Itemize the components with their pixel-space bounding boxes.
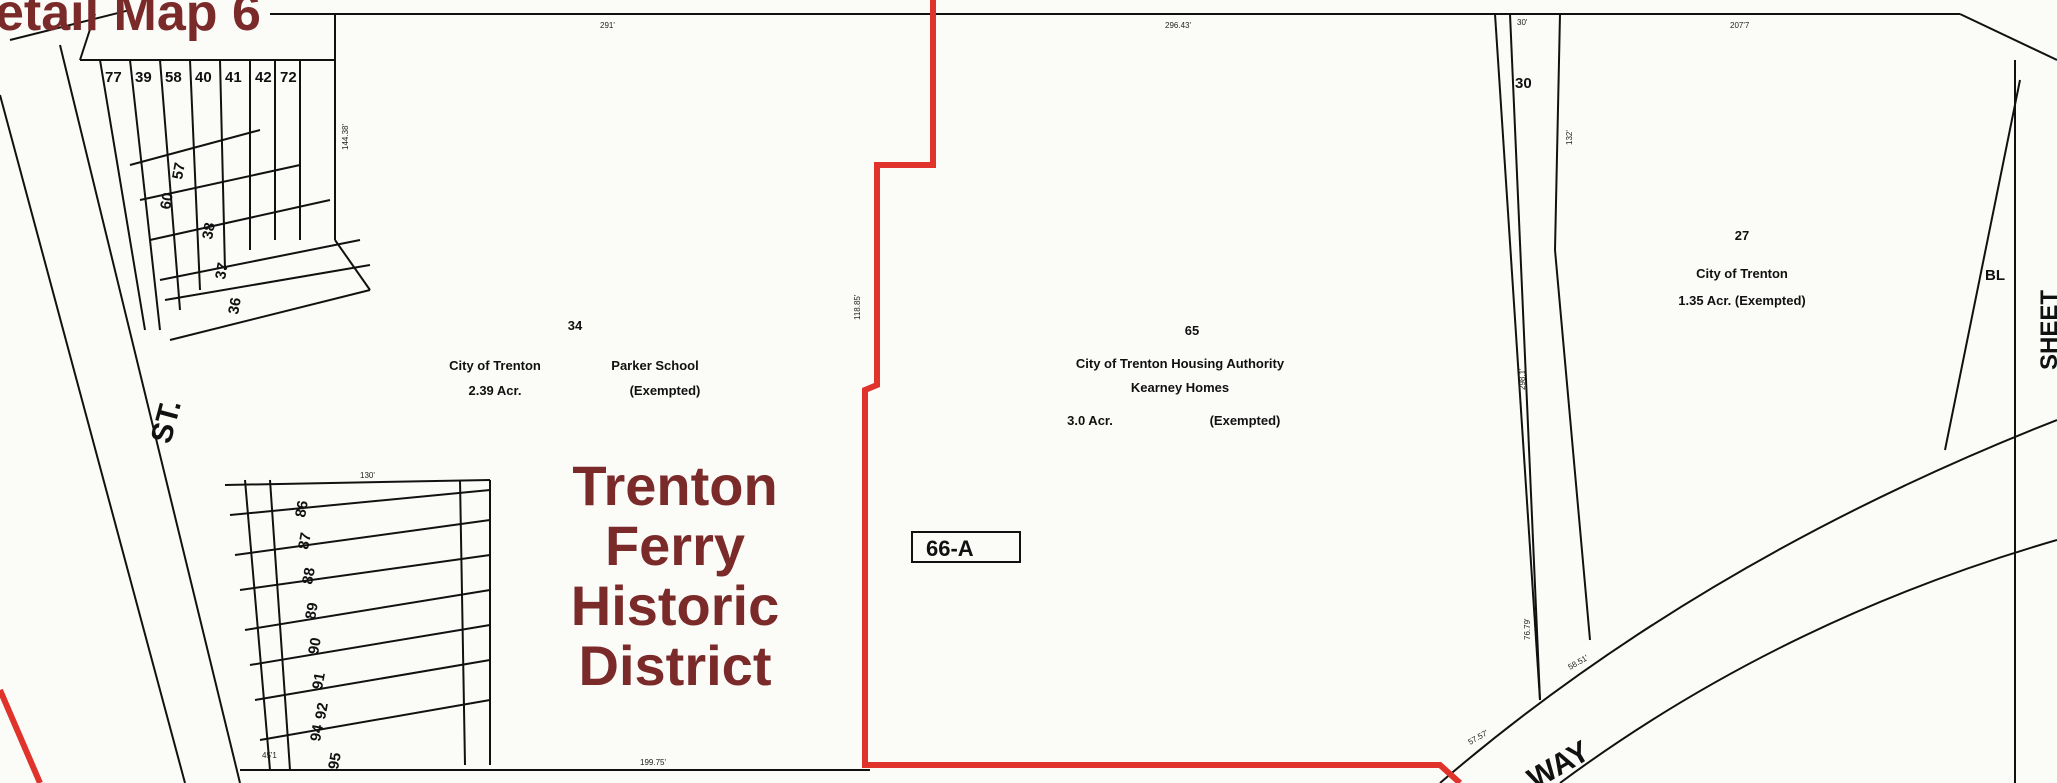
parcel-34-number: 34 — [568, 318, 583, 333]
lot-number: 77 — [105, 69, 122, 86]
dimension: 296.43' — [1165, 21, 1191, 30]
dimension: 144.38' — [341, 124, 350, 150]
parcel-34-owner: City of Trenton — [449, 358, 541, 373]
lot-number: 41 — [225, 69, 242, 86]
lot-number: 42 — [255, 69, 272, 86]
district-line-3: Historic — [571, 574, 780, 637]
lot-number: 91 — [309, 671, 329, 690]
lot-number: 57 — [169, 161, 189, 180]
lot-number: 36 — [225, 296, 245, 315]
parcel-27-area-status: 1.35 Acr. (Exempted) — [1678, 293, 1805, 308]
dimension: 45'1 — [262, 751, 277, 760]
parcel-65-status: (Exempted) — [1210, 413, 1281, 428]
lower-lot-numbers: 86 87 88 89 90 91 92 94 95 — [292, 499, 345, 770]
lot-number: 87 — [295, 531, 315, 550]
dimension: 298.1' — [1518, 368, 1527, 390]
district-line-1: Trenton — [572, 454, 777, 517]
parcel-65-area: 3.0 Acr. — [1067, 413, 1113, 428]
dimension: 30' — [1517, 18, 1528, 27]
dimension: 207'7 — [1730, 21, 1750, 30]
dimension: 291' — [600, 21, 615, 30]
lot-number: 37 — [212, 261, 232, 280]
dimension: 130' — [360, 471, 375, 480]
lot-number: 92 — [312, 701, 332, 720]
lot-number: 39 — [135, 69, 152, 86]
parcel-34-area: 2.39 Acr. — [468, 383, 521, 398]
map-title: etail Map 6 — [0, 0, 261, 42]
street-st-label: ST. — [145, 396, 188, 446]
parcel-65-name: Kearney Homes — [1131, 380, 1229, 395]
dimension: 76.79' — [1523, 618, 1532, 640]
parcel-65-owner: City of Trenton Housing Authority — [1076, 356, 1285, 371]
bl-label: BL — [1985, 267, 2005, 284]
dimension-labels: 291' 296.43' 207'7 30' 130' 199.75' 45'1… — [262, 18, 1750, 767]
lot-number: 94 — [307, 723, 327, 743]
lot-number: 40 — [195, 69, 212, 86]
parcel-34-status: (Exempted) — [630, 383, 701, 398]
parcel-27-owner: City of Trenton — [1696, 266, 1788, 281]
parcel-30-number: 30 — [1515, 75, 1532, 92]
parcel-27-number: 27 — [1735, 228, 1749, 243]
mid-lot-numbers: 57 60 38 37 36 — [157, 161, 245, 315]
lot-number: 58 — [165, 69, 182, 86]
tag-label: 66-A — [926, 536, 974, 561]
dimension: 118.85' — [853, 294, 862, 320]
dimension: 132' — [1565, 130, 1574, 145]
street-way-label: WAY — [1522, 735, 1595, 783]
lot-number: 95 — [325, 751, 345, 770]
top-lot-numbers: 77 39 58 40 41 42 72 — [105, 69, 297, 86]
lot-number: 89 — [302, 601, 322, 620]
lot-number: 60 — [157, 191, 177, 210]
tag-box — [911, 531, 1021, 563]
parcel-65-number: 65 — [1185, 323, 1199, 338]
district-line-4: District — [579, 634, 772, 697]
district-boundary — [0, 0, 1463, 783]
dimension: 199.75' — [640, 758, 666, 767]
parcel-lines — [0, 9, 2057, 783]
lot-number: 90 — [305, 636, 325, 655]
street-sheet-label: SHEET — [2036, 290, 2057, 370]
lot-number: 88 — [299, 566, 319, 585]
parcel-34-name: Parker School — [611, 358, 698, 373]
lot-number: 38 — [199, 221, 219, 240]
lot-number: 86 — [292, 499, 312, 518]
district-line-2: Ferry — [605, 514, 745, 577]
lot-number: 72 — [280, 69, 297, 86]
